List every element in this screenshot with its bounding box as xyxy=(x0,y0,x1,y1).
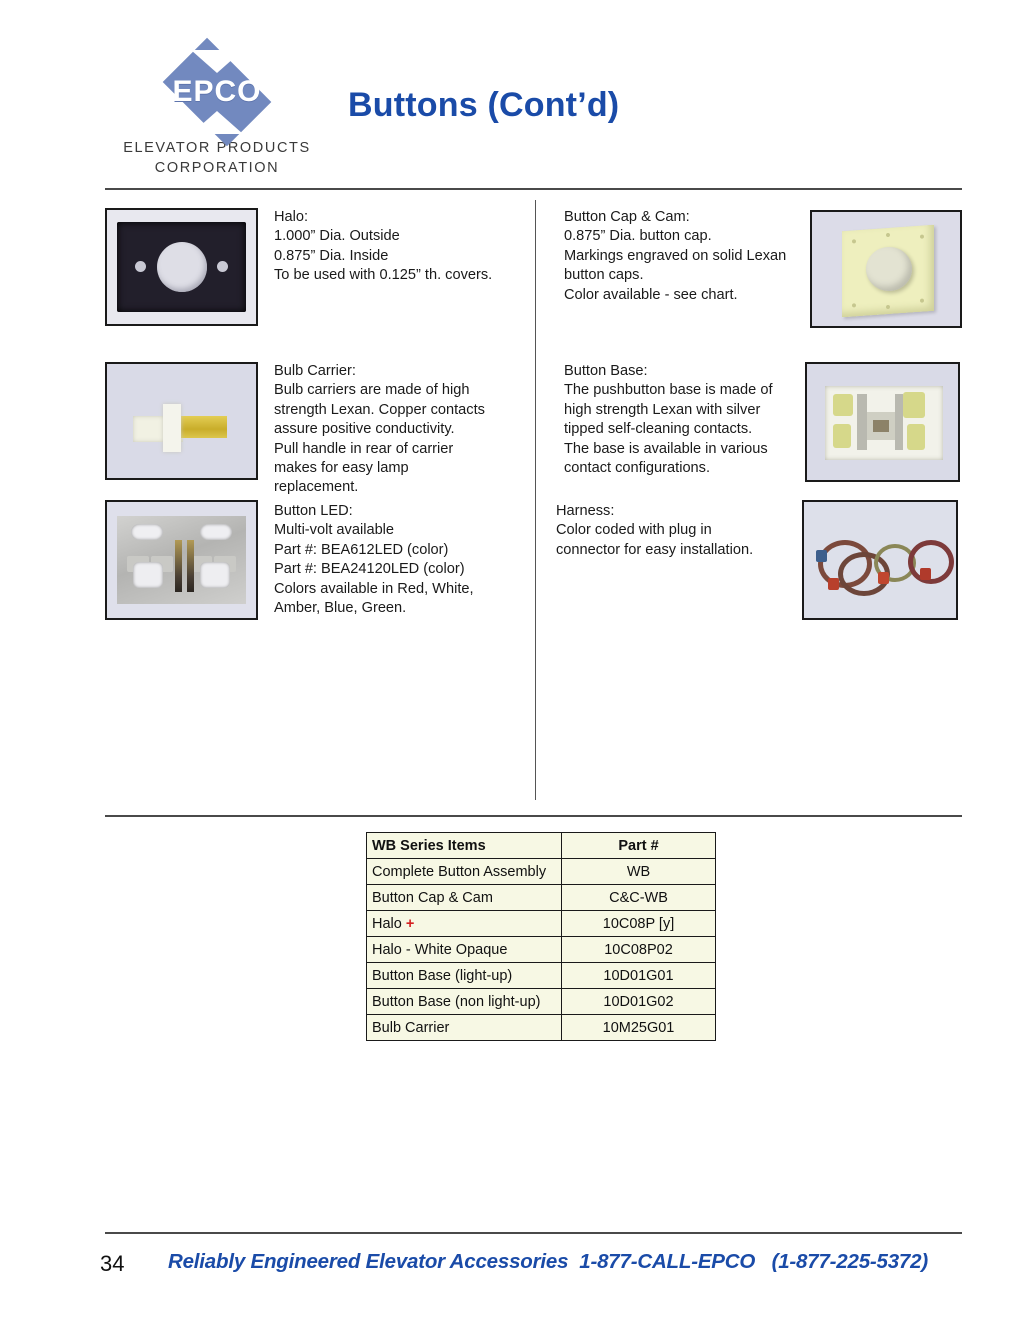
page-footer: 34 Reliably Engineered Elevator Accessor… xyxy=(100,1248,970,1282)
column-divider xyxy=(535,200,536,800)
halo-ring-photo xyxy=(105,208,258,326)
button-cap-and-cam-photo xyxy=(810,210,962,328)
table-cell-part-number: 10D01G02 xyxy=(561,988,716,1015)
logo-notch-bottom-icon xyxy=(191,111,243,134)
cap-screw-dot-icon xyxy=(852,239,856,244)
led-lead-shape xyxy=(187,540,194,592)
bulb-carrier-photo xyxy=(105,362,258,480)
table-row: Halo +10C08P [y] xyxy=(366,910,716,937)
cap-screw-dot-icon xyxy=(886,304,890,310)
page-number: 34 xyxy=(100,1251,125,1276)
cap-button-shape xyxy=(866,247,912,291)
base-contact-shape xyxy=(903,392,925,418)
table-row: Button Base (light-up)10D01G01 xyxy=(366,962,716,989)
bulb-carrier-collar-shape xyxy=(163,404,181,452)
page-title: Buttons (Cont’d) xyxy=(348,86,620,124)
halo-screw-right-icon xyxy=(217,261,228,272)
table-cell-item: Halo - White Opaque xyxy=(366,936,562,963)
halo-hole-shape xyxy=(156,242,207,292)
table-cell-item: Halo + xyxy=(366,910,562,937)
wiring-harness-photo xyxy=(802,500,958,620)
base-rail-shape xyxy=(857,394,867,450)
led-mount-hole-icon xyxy=(133,562,163,588)
button-led-spec-text: Button LED: Multi-volt available Part #:… xyxy=(274,503,474,617)
footer-tagline: Reliably Engineered Elevator Accessories… xyxy=(168,1250,928,1273)
table-cell-item: Bulb Carrier xyxy=(366,1014,562,1041)
epco-logo: EPCO ELEVATOR PRODUCTS CORPORATION xyxy=(108,37,326,178)
table-cell-item: Button Base (non light-up) xyxy=(366,988,562,1015)
footer-divider-rule xyxy=(105,1232,962,1234)
led-mount-hole-icon xyxy=(200,562,230,588)
logo-wordmark: EPCO xyxy=(172,75,262,108)
base-terminal-shape xyxy=(873,420,889,432)
button-led-photo xyxy=(105,500,258,620)
table-header-items: WB Series Items xyxy=(366,832,562,859)
harness-spec-text: Harness: Color coded with plug in connec… xyxy=(556,503,754,558)
harness-plug-icon xyxy=(828,578,839,590)
cap-screw-dot-icon xyxy=(920,234,924,239)
button-cap-cam-spec-text: Button Cap & Cam: 0.875” Dia. button cap… xyxy=(564,209,787,303)
harness-coil-shape xyxy=(908,540,954,584)
led-lead-shape xyxy=(175,540,182,592)
cap-screw-dot-icon xyxy=(920,298,924,303)
harness-plug-icon xyxy=(920,568,931,580)
cap-screw-dot-icon xyxy=(886,232,890,238)
led-slot-icon xyxy=(131,524,163,540)
harness-plug-icon xyxy=(878,572,889,584)
button-base-spec-text: Button Base: The pushbutton base is made… xyxy=(564,363,773,477)
table-cell-part-number: 10D01G01 xyxy=(561,962,716,989)
page-header: EPCO ELEVATOR PRODUCTS CORPORATION Butto… xyxy=(0,0,1024,190)
cap-screw-dot-icon xyxy=(852,303,856,308)
table-cell-part-number: 10C08P02 xyxy=(561,936,716,963)
halo-spec-text: Halo: 1.000” Dia. Outside 0.875” Dia. In… xyxy=(274,209,493,284)
logo-subtitle-line2: CORPORATION xyxy=(154,160,280,176)
table-cell-part-number: 10M25G01 xyxy=(561,1014,716,1041)
base-contact-shape xyxy=(907,424,925,450)
base-contact-shape xyxy=(833,394,853,416)
table-row: Button Base (non light-up)10D01G02 xyxy=(366,988,716,1015)
table-cell-item: Complete Button Assembly xyxy=(366,858,562,885)
bulb-carrier-contact-shape xyxy=(169,416,227,438)
logo-notch-top-icon xyxy=(191,50,243,73)
table-cell-item: Button Cap & Cam xyxy=(366,884,562,911)
header-divider-rule xyxy=(105,188,962,190)
base-rail-shape xyxy=(895,394,903,450)
table-cell-part-number: WB xyxy=(561,858,716,885)
bulb-carrier-spec-text: Bulb Carrier: Bulb carriers are made of … xyxy=(274,363,485,496)
led-board-shape xyxy=(117,516,246,604)
button-base-photo xyxy=(805,362,960,482)
halo-screw-left-icon xyxy=(135,261,146,272)
table-cell-part-number: C&C-WB xyxy=(561,884,716,911)
harness-plug-icon xyxy=(816,550,827,562)
table-cell-item: Button Base (light-up) xyxy=(366,962,562,989)
table-cell-part-number: 10C08P [y] xyxy=(561,910,716,937)
led-slot-icon xyxy=(200,524,232,540)
table-header-row: WB Series Items Part # xyxy=(366,832,716,859)
wb-series-parts-table: WB Series Items Part # Complete Button A… xyxy=(366,832,716,1041)
epco-diamond-logo-icon: EPCO xyxy=(147,37,287,147)
table-divider-rule xyxy=(105,815,962,817)
halo-plate-shape xyxy=(117,222,246,312)
footnote-marker: + xyxy=(401,915,415,932)
base-contact-shape xyxy=(833,424,851,448)
logo-subtitle-line1: ELEVATOR PRODUCTS xyxy=(123,140,311,156)
table-header-part-number: Part # xyxy=(561,832,716,859)
